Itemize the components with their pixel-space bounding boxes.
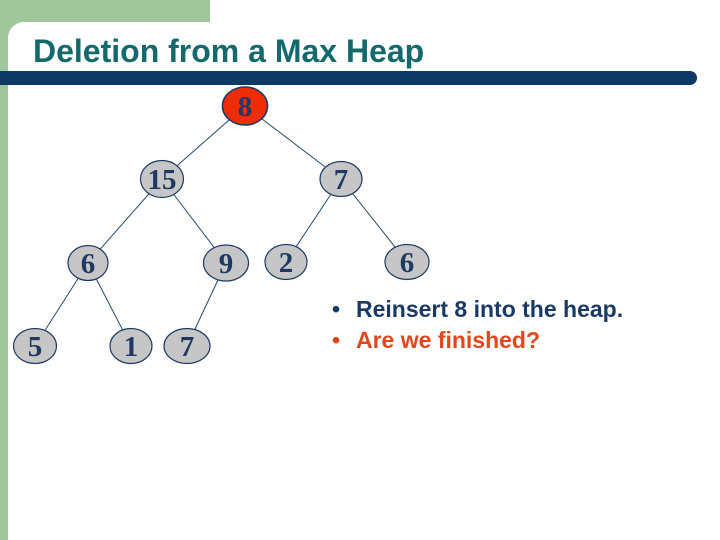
content-card [8,22,720,540]
node-label: 9 [219,248,234,280]
node-ellipse [163,327,211,365]
node-ellipse [384,243,430,281]
node-ellipse [139,159,185,199]
node-label: 8 [238,91,253,123]
node-label: 5 [28,331,43,363]
node-label: 1 [124,331,139,363]
title-underline-bar [0,71,697,85]
bullet-text: Reinsert 8 into the heap. [356,296,624,322]
bullet-text: Are we finished? [356,327,541,353]
tree-node-6: 6 [384,243,430,281]
node-ellipse [67,244,109,282]
node-ellipse [221,86,269,126]
node-label: 15 [148,164,177,196]
tree-node-1: 1 [109,327,153,365]
tree-node-5: 5 [12,327,58,365]
tree-node-2: 2 [264,243,308,281]
node-label: 2 [279,247,294,279]
bullet-dot-icon: • [332,327,341,353]
node-label: 7 [334,164,349,196]
bullet-dot-icon: • [332,296,341,322]
node-label: 6 [81,248,96,280]
tree-node-9: 9 [202,244,250,282]
tree-node-15: 15 [139,159,185,199]
node-label: 7 [180,331,195,363]
node-ellipse [202,244,250,282]
green-left-strip [0,0,8,540]
tree-node-7: 7 [163,327,211,365]
node-ellipse [319,160,363,198]
node-label: 6 [400,247,415,279]
node-ellipse [12,327,58,365]
bullet-list: • Reinsert 8 into the heap. • Are we finish… [332,294,623,356]
bullet-line: • Reinsert 8 into the heap. [332,294,623,325]
tree-node-8: 8 [221,86,269,126]
tree-node-7: 7 [319,160,363,198]
node-ellipse [264,243,308,281]
tree-node-6: 6 [67,244,109,282]
slide-title: Deletion from a Max Heap [33,33,425,69]
node-ellipse [109,327,153,365]
bullet-line: • Are we finished? [332,325,623,356]
